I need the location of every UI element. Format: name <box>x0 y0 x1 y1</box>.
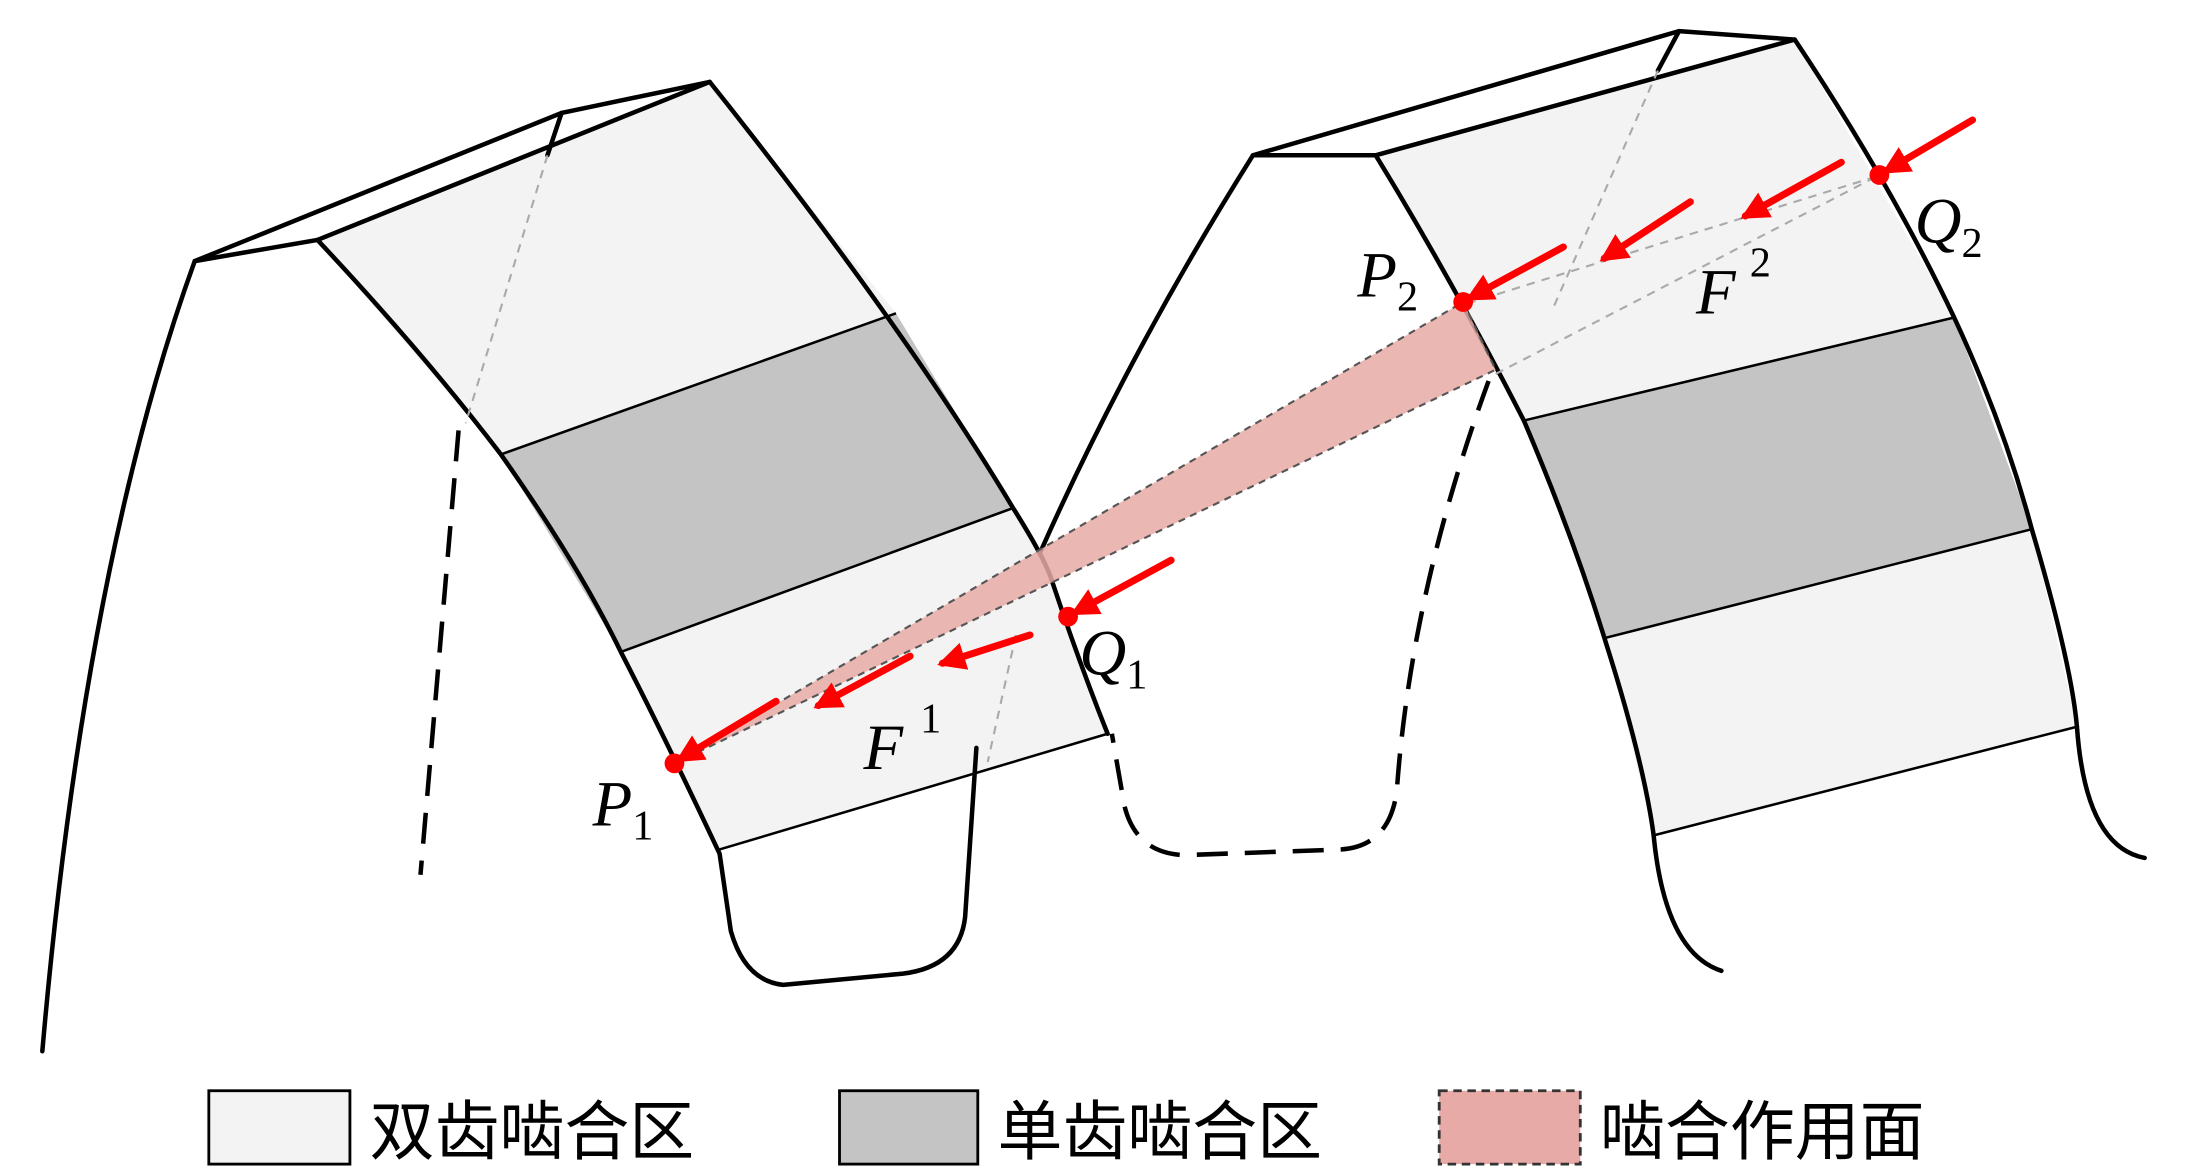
force-arrow <box>813 652 914 710</box>
force-arrow <box>675 697 780 763</box>
force-arrow <box>937 631 1034 670</box>
single-mesh-zone <box>500 313 1014 652</box>
force-arrow <box>1465 243 1567 302</box>
label-q1: Q1 <box>1079 618 1147 699</box>
point-p2 <box>1453 292 1474 312</box>
single-mesh-zone <box>1523 317 2032 638</box>
legend-swatch-single <box>838 1089 980 1166</box>
meshing-action-surface <box>673 300 1498 765</box>
point-q1 <box>1058 606 1078 627</box>
left-tooth <box>40 79 1110 1054</box>
label-p1: P1 <box>592 768 654 849</box>
double-mesh-zone-top <box>1375 39 1955 421</box>
legend-label-double: 双齿啮合区 <box>370 1095 694 1167</box>
label-p2: P2 <box>1356 239 1418 320</box>
force-arrow <box>1881 116 1977 175</box>
force-arrow <box>1740 158 1845 220</box>
point-q2 <box>1869 165 1890 185</box>
double-mesh-zone-top <box>317 81 896 455</box>
legend-label-single: 单齿啮合区 <box>998 1095 1322 1167</box>
legend-label-action: 啮合作用面 <box>1600 1095 1924 1167</box>
force-arrow <box>1599 198 1694 262</box>
legend-swatch-double <box>207 1089 352 1166</box>
point-p1 <box>664 753 685 774</box>
force-arrows <box>664 116 1977 774</box>
force-arrow <box>1070 556 1175 616</box>
label-q2: Q2 <box>1915 186 1983 267</box>
double-mesh-zone-bottom <box>1605 529 2077 836</box>
legend: 双齿啮合区 单齿啮合区 啮合作用面 <box>207 1089 1924 1167</box>
legend-swatch-action <box>1437 1089 1582 1166</box>
